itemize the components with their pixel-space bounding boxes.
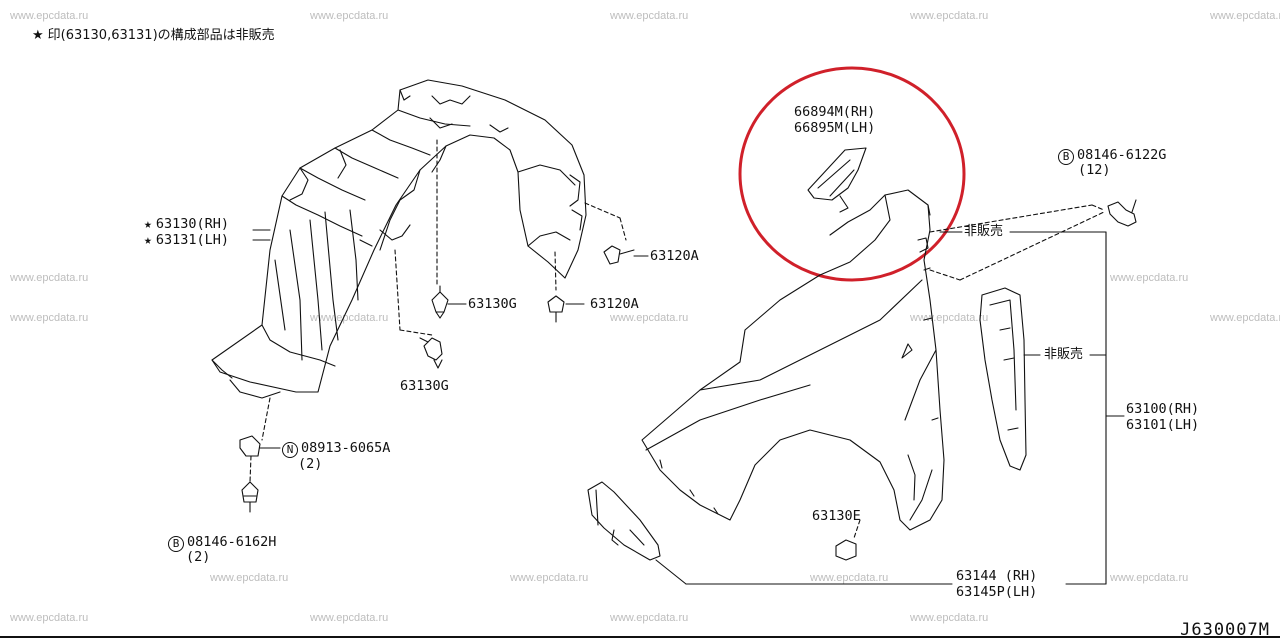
side-bracket-drawing — [979, 287, 1027, 471]
watermark: www.epcdata.ru — [910, 312, 989, 324]
label-63130e[interactable]: 63130E — [812, 508, 861, 524]
label-nut-qty: (2) — [298, 456, 323, 472]
label-bolt-qty: (2) — [186, 549, 211, 565]
label-66895m-lh[interactable]: 66895M(LH) — [794, 120, 876, 136]
star-icon: ★ — [144, 217, 152, 232]
star-icon: ★ — [144, 233, 152, 248]
label-63131-lh[interactable]: ★63131(LH) — [144, 232, 229, 249]
part-number: 63131(LH) — [155, 232, 229, 248]
watermark: www.epcdata.ru — [310, 10, 389, 22]
label-not-sold-fender: 非販売 — [964, 224, 1004, 239]
label-not-sold-bracket: 非販売 — [1044, 347, 1084, 362]
watermark: www.epcdata.ru — [910, 612, 989, 624]
clip-66894m-drawing — [807, 147, 867, 213]
label-bolt2-qty: (12) — [1078, 162, 1111, 178]
label-63120a-lower[interactable]: 63120A — [590, 296, 639, 312]
label-63120a-right[interactable]: 63120A — [650, 248, 699, 264]
watermark: www.epcdata.ru — [1210, 312, 1280, 324]
b-circle-icon: B — [1058, 149, 1074, 165]
watermark: www.epcdata.ru — [1110, 572, 1189, 584]
diagram-reference: J630007M — [1180, 620, 1270, 640]
star-icon: ★ — [32, 28, 44, 43]
label-63144-rh[interactable]: 63144 (RH) — [956, 568, 1038, 584]
watermark: www.epcdata.ru — [610, 612, 689, 624]
bolt-drawing — [241, 481, 259, 513]
watermark: www.epcdata.ru — [10, 272, 89, 284]
label-63101-lh[interactable]: 63101(LH) — [1126, 417, 1200, 433]
watermark: www.epcdata.ru — [610, 10, 689, 22]
watermark: www.epcdata.ru — [10, 612, 89, 624]
watermark: www.epcdata.ru — [810, 572, 889, 584]
sales-note: ★印(63130,63131)の構成部品は非販売 — [32, 24, 275, 43]
label-63130g-upper[interactable]: 63130G — [468, 296, 517, 312]
sales-note-text: 印(63130,63131)の構成部品は非販売 — [47, 28, 275, 43]
watermark: www.epcdata.ru — [1210, 10, 1280, 22]
part-number: 08146-6162H — [187, 534, 277, 550]
front-fender-drawing — [641, 189, 945, 531]
clip-63130g-lower — [419, 337, 443, 369]
bolt-6122g-drawing — [1107, 199, 1137, 227]
part-number: 08913-6065A — [301, 440, 391, 456]
label-66894m-rh[interactable]: 66894M(RH) — [794, 104, 876, 120]
watermark: www.epcdata.ru — [610, 312, 689, 324]
label-63130-rh[interactable]: ★63130(RH) — [144, 216, 229, 233]
part-number: 63130(RH) — [155, 216, 229, 232]
watermark: www.epcdata.ru — [310, 312, 389, 324]
watermark: www.epcdata.ru — [10, 312, 89, 324]
n-circle-icon: N — [282, 442, 298, 458]
watermark: www.epcdata.ru — [510, 572, 589, 584]
watermark: www.epcdata.ru — [210, 572, 289, 584]
label-63130g-lower[interactable]: 63130G — [400, 378, 449, 394]
watermark: www.epcdata.ru — [10, 10, 89, 22]
watermark: www.epcdata.ru — [910, 10, 989, 22]
screw-63120a-right — [603, 245, 635, 265]
watermark: www.epcdata.ru — [1110, 272, 1189, 284]
label-63100-rh[interactable]: 63100(RH) — [1126, 401, 1200, 417]
watermark: www.epcdata.ru — [310, 612, 389, 624]
clip-63130g-upper — [431, 285, 449, 319]
screw-63120a-lower — [547, 295, 565, 323]
front-bracket-drawing — [587, 481, 661, 561]
part-number: 08146-6122G — [1077, 147, 1167, 163]
label-63145p-lh[interactable]: 63145P(LH) — [956, 584, 1038, 600]
nut-drawing — [239, 435, 281, 457]
fender-liner-drawing — [211, 79, 587, 399]
clip-63130e-drawing — [835, 539, 857, 561]
b-circle-icon: B — [168, 536, 184, 552]
